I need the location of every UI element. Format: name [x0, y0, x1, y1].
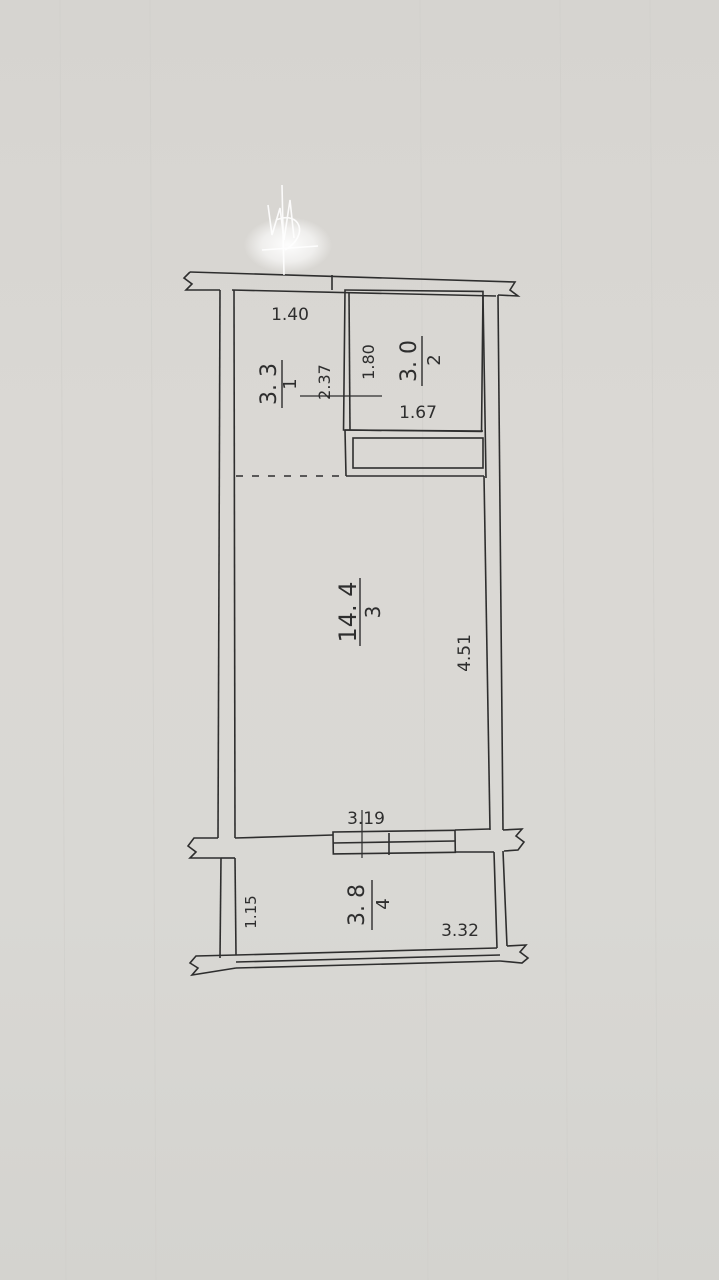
dimension-hall-length: 2.37 — [315, 364, 334, 400]
balcony-wall-left-break — [186, 837, 221, 859]
room-1-number: 1 — [280, 378, 301, 389]
balcony-left-inner — [234, 857, 237, 956]
balcony-bottom-left-break — [188, 954, 237, 977]
top-wall-left-break — [182, 271, 220, 291]
dimension-balcony-width: 1.15 — [242, 895, 260, 928]
left-wall-inner — [233, 289, 236, 839]
left-wall-outer — [217, 289, 221, 839]
bathroom-wall-bottom — [344, 429, 484, 432]
dimension-main-width: 3.19 — [347, 809, 385, 829]
room-4-number: 4 — [373, 898, 394, 909]
room-2-number: 2 — [424, 354, 445, 365]
bathroom-wall-inner-left — [348, 291, 351, 431]
balcony-left-outer — [219, 857, 222, 959]
dimension-main-length: 4.51 — [455, 634, 475, 672]
closet — [352, 437, 484, 469]
balcony-wall-right-break — [502, 828, 526, 852]
balcony-bottom-2 — [235, 954, 501, 963]
balcony-right-inner — [493, 851, 498, 949]
right-wall-inner — [482, 294, 487, 479]
dimension-balcony-length: 3.32 — [441, 921, 479, 941]
top-wall-inner — [231, 289, 497, 297]
room-1-area: 3. 3 — [257, 363, 282, 405]
room-2-area: 3. 0 — [397, 340, 422, 382]
balcony-bottom-3 — [235, 960, 501, 969]
dimension-hall-width: 1.40 — [271, 305, 309, 325]
balcony-right-outer — [502, 850, 508, 947]
top-wall — [189, 271, 521, 297]
photo-glare — [244, 217, 332, 273]
right-wall-inner-main — [483, 475, 491, 831]
dimension-bath-width: 1.80 — [359, 344, 378, 380]
balcony-bottom-1 — [235, 947, 498, 956]
room-3-number: 3 — [361, 606, 385, 619]
partition-vertical — [344, 429, 347, 477]
dimension-bath-length: 1.67 — [399, 403, 437, 423]
walls — [182, 271, 530, 977]
balcony-door-mid — [332, 840, 456, 844]
main-room-bottom-right — [454, 828, 491, 831]
handwritten-scribble — [261, 184, 319, 276]
right-wall-outer — [497, 294, 504, 831]
room-3-area: 14. 4 — [334, 581, 362, 642]
main-room-bottom — [234, 834, 334, 839]
balcony-bottom-right-break — [499, 944, 530, 964]
paper-texture — [59, 0, 659, 1280]
room-4-area: 3. 8 — [345, 884, 370, 926]
